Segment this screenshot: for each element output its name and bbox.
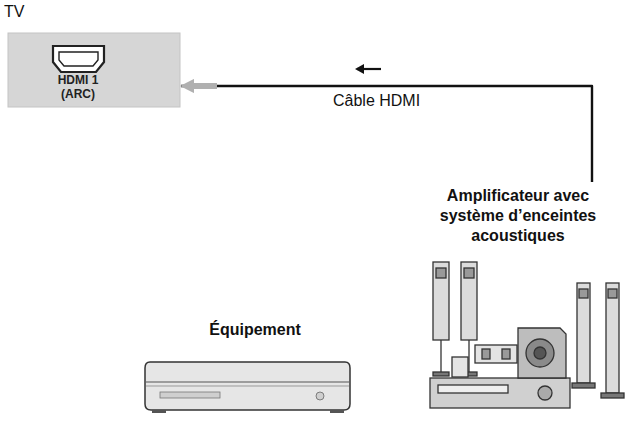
speaker-system: [430, 262, 624, 408]
device-title: TV: [4, 3, 24, 21]
component-label: Amplificateur avec système d’enceintes a…: [422, 186, 614, 246]
hdmi-cable: [181, 86, 592, 182]
component-label: Équipement: [200, 320, 310, 340]
cable-label: Câble HDMI: [330, 92, 423, 110]
tv-box: TVHDMI 1 (ARC): [8, 33, 180, 107]
hdmi-port-inner: [59, 52, 98, 66]
port-label: HDMI 1 (ARC): [48, 74, 108, 102]
equipment-label-box: Équipement: [196, 318, 314, 344]
direction-arrow: [355, 64, 381, 74]
amplifier-label-box: Amplificateur avec système d’enceintes a…: [418, 184, 618, 250]
hdmi-port-symbol: [53, 46, 104, 72]
cable-plug: [193, 83, 217, 89]
tv-panel: [8, 33, 180, 107]
equipment-device: [145, 362, 350, 413]
